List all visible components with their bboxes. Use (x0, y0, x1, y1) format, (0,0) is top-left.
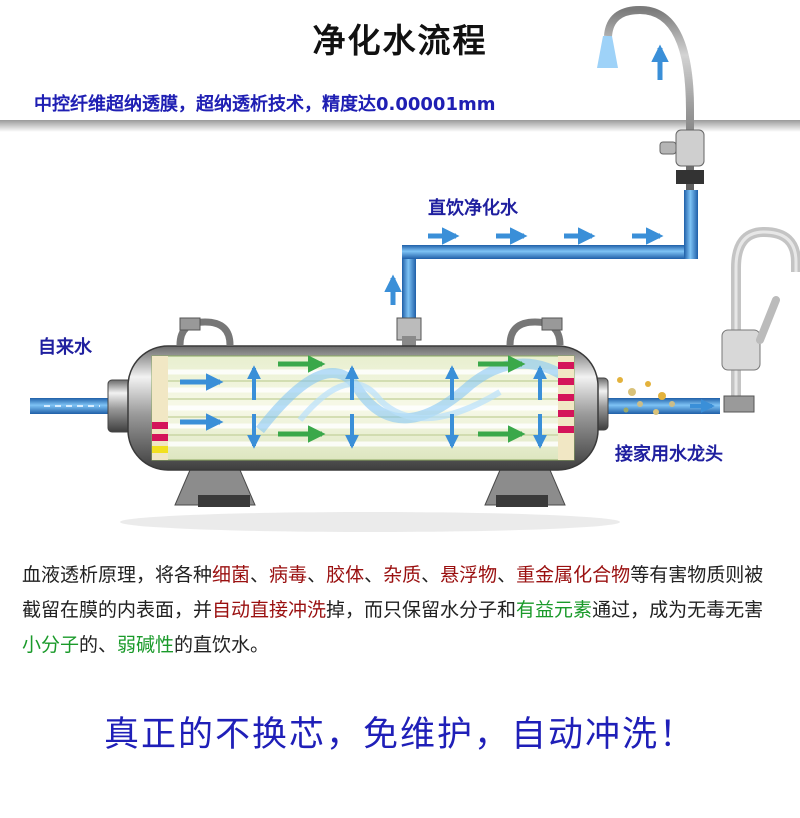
page-title: 净化水流程 (312, 21, 488, 60)
beneficial-alkaline: 弱碱性 (117, 634, 175, 656)
desc-text: 、 (307, 564, 327, 586)
desc-text: 等有害物质则被截留在膜的内表面，并 (22, 564, 764, 621)
harmful-impurity: 杂质 (383, 564, 422, 586)
harmful-heavy-metal: 重金属化合物 (516, 564, 631, 586)
slogan: 真正的不换芯，免维护，自动冲洗！ (103, 715, 696, 755)
beneficial-small-molecule: 小分子 (22, 634, 80, 656)
subtitle: 中控纤维超纳透膜，超纳透析技术，精度达0.00001mm (34, 94, 496, 115)
harmful-colloid: 胶体 (326, 564, 365, 586)
purified-water-pipe-riser (684, 190, 698, 259)
top-clamp-left (176, 317, 234, 346)
highlight-auto-flush: 自动直接冲洗 (212, 599, 327, 621)
desc-text: 的、 (79, 634, 118, 656)
support-right (484, 469, 566, 507)
desc-text: 、 (497, 564, 517, 586)
purified-water-pipe-horizontal (402, 245, 698, 259)
top-clamp-right (506, 317, 564, 346)
purified-water-pipe-vertical (402, 250, 416, 322)
harmful-bacteria: 细菌 (212, 564, 251, 586)
harmful-suspended: 悬浮物 (440, 564, 498, 586)
header-divider (0, 120, 800, 132)
impurity-bubbles (617, 377, 675, 415)
desc-text: 的直饮水。 (174, 634, 270, 656)
desc-text: 通过，成为无毒无害 (592, 599, 764, 621)
end-seal-right (558, 356, 574, 460)
house-faucet (721, 226, 800, 413)
flow-arrows-flush (278, 355, 526, 443)
outlet-pipe (600, 398, 720, 414)
outlet-fitting (396, 317, 422, 348)
desc-text: 、 (364, 564, 384, 586)
purification-diagram (30, 5, 800, 532)
desc-text: 、 (250, 564, 270, 586)
desc-text: 血液透析原理，将各种 (22, 564, 213, 586)
description-paragraph: 血液透析原理，将各种细菌、病毒、胶体、杂质、悬浮物、重金属化合物等有害物质则被截… (22, 558, 782, 663)
harmful-virus: 病毒 (269, 564, 308, 586)
label-tap-water: 自来水 (38, 337, 92, 358)
membrane-core (151, 355, 575, 461)
flow-arrows-permeate (247, 365, 547, 449)
beneficial-elements: 有益元素 (516, 599, 593, 621)
support-left (174, 469, 256, 507)
label-direct-water: 直饮净化水 (428, 198, 518, 219)
desc-text: 掉，而只保留水分子和 (326, 599, 517, 621)
floor-reflection (120, 512, 620, 532)
label-house-faucet: 接家用水龙头 (615, 444, 723, 465)
desc-text: 、 (421, 564, 441, 586)
end-seal-left (152, 356, 168, 460)
flow-arrows-inlet (180, 373, 224, 431)
drinking-faucet (597, 5, 705, 190)
